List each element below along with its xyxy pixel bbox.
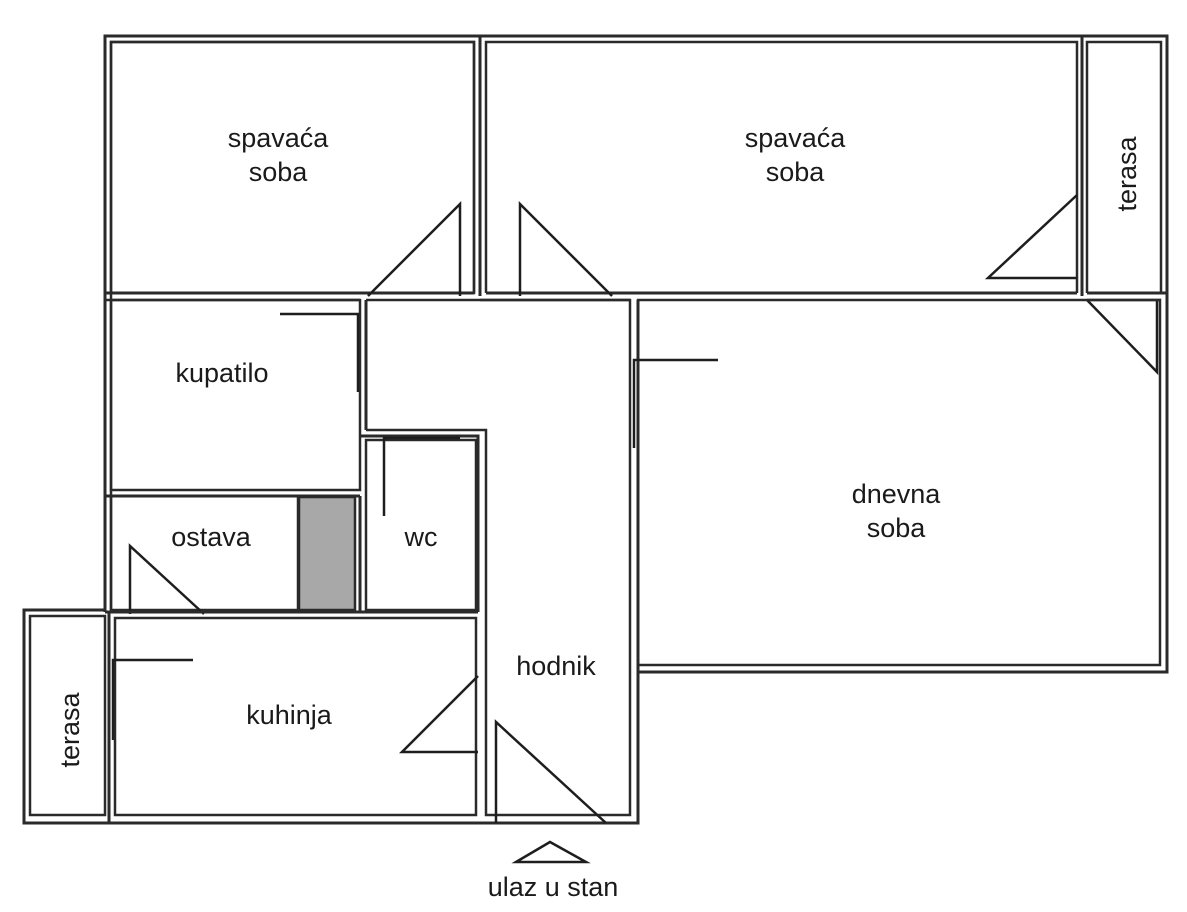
bathroom-door [280, 312, 360, 392]
bathroom-label: kupatilo [175, 358, 268, 388]
bedroom-right-terrace-door [984, 194, 1078, 280]
entrance [494, 719, 607, 864]
bedroom-left-label-1: spavaća [228, 123, 330, 153]
kitchen [105, 610, 479, 817]
ventilation-shaft [297, 495, 357, 612]
entrance-label: ulaz u stan [488, 872, 619, 902]
entrance-door [494, 719, 607, 824]
storage [109, 494, 362, 615]
wc-door [382, 436, 460, 516]
living-room-door [632, 358, 718, 448]
wc-label: wc [404, 522, 438, 552]
living-room [632, 298, 1162, 667]
entrance-arrow-icon [511, 840, 591, 864]
terrace-right-door [1086, 299, 1159, 376]
kitchen-label: kuhinja [246, 700, 333, 730]
wc-room [364, 436, 478, 612]
hallway [360, 298, 640, 823]
bathroom [105, 298, 368, 498]
kitchen-terrace-door [111, 658, 193, 740]
hallway-label: hodnik [516, 651, 596, 681]
bedroom-left-label-2: soba [249, 157, 309, 187]
terrace-right-label: terasa [1112, 135, 1142, 211]
storage-label: ostava [171, 522, 252, 552]
bedroom-right-label-2: soba [766, 157, 826, 187]
terrace-left-label: terasa [55, 691, 85, 767]
kitchen-hall-door [398, 675, 479, 754]
living-room-label-1: dnevna [852, 479, 942, 509]
living-room-label-2: soba [867, 513, 927, 543]
bedroom-left-door [367, 200, 462, 297]
terrace-left [28, 612, 111, 823]
bedroom-right-door [518, 200, 613, 297]
bedroom-right-label-1: spavaća [745, 123, 847, 153]
storage-door [128, 543, 205, 615]
outer-walls [22, 34, 1169, 825]
